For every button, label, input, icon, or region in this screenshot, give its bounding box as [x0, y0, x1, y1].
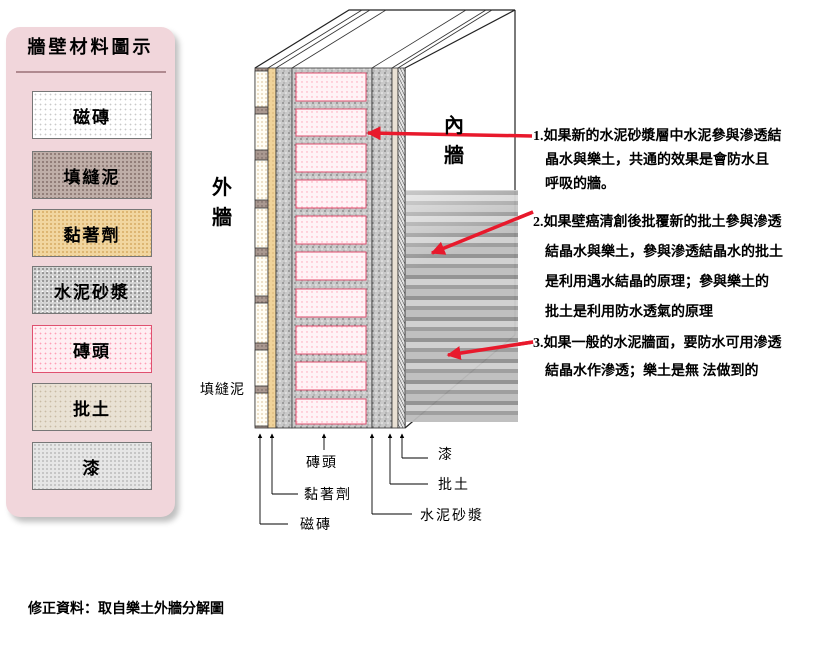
paint-layer: [397, 67, 406, 429]
arrow-1: [366, 126, 533, 141]
legend-swatch-adhesive: 黏著劑: [32, 209, 152, 257]
annotation-2-line-2: 結晶水與樂土，參與滲透結晶水的批土: [545, 245, 783, 260]
legend-swatch-paint: 漆: [32, 442, 152, 490]
legend-swatch-putty: 批土: [32, 383, 152, 431]
annotation-3-line-1: 3.如果一般的水泥牆面，要防水可用滲透: [533, 336, 782, 351]
annotation-2-line-1: 2.如果壁癌清創後批覆新的批土參與滲透: [533, 215, 782, 230]
grout-side-label: 填縫泥: [200, 382, 245, 398]
legend-divider: [16, 71, 166, 73]
annotation-1-line-1: 1.如果新的水泥砂漿層中水泥參與滲透結: [533, 129, 782, 144]
annotation-2: 2.如果壁癌清創後批覆新的批土參與滲透 結晶水與樂土，參與滲透結晶水的批土 是利…: [533, 208, 783, 328]
annotation-1-line-3: 呼吸的牆。: [545, 177, 615, 192]
legend-swatch-brick: 磚頭: [32, 325, 152, 373]
annotation-3-line-2: 結晶水作滲透；樂土是無 法做到的: [545, 364, 759, 379]
annotation-1-line-2: 晶水與樂土，共通的效果是會防水且: [545, 153, 769, 168]
annotation-3: 3.如果一般的水泥牆面，要防水可用滲透 結晶水作滲透；樂土是無 法做到的: [533, 330, 782, 386]
legend-swatch-grout: 填縫泥: [32, 151, 152, 199]
legend-swatch-tile: 磁磚: [32, 91, 152, 139]
label-adhesive: 黏著劑: [304, 487, 352, 503]
brick-units: [295, 72, 367, 425]
inner-wall-label: 內牆: [444, 113, 464, 167]
label-tile: 磁磚: [300, 517, 332, 533]
outer-wall-label: 外牆: [212, 175, 232, 229]
material-legend: 牆壁材料圖示 磁磚 填縫泥 黏著劑 水泥砂漿 磚頭 批土 漆: [6, 27, 175, 517]
label-brick: 磚頭: [306, 455, 338, 471]
annotation-2-line-3: 是利用遇水結晶的原理；參與樂土的: [545, 275, 769, 290]
wall-damage-photo: [406, 190, 518, 422]
source-footnote: 修正資料：取自樂土外牆分解圖: [28, 602, 224, 617]
layer-callout-lines: [257, 433, 428, 525]
top-face-layer-lines: [267, 9, 493, 69]
annotation-2-line-4: 批土是利用防水透氣的原理: [545, 305, 713, 320]
legend-swatch-mortar: 水泥砂漿: [32, 266, 152, 314]
annotation-1: 1.如果新的水泥砂漿層中水泥參與滲透結 晶水與樂土，共通的效果是會防水且 呼吸的…: [533, 125, 782, 197]
label-paint: 漆: [438, 447, 454, 463]
legend-title: 牆壁材料圖示: [27, 37, 154, 58]
label-mortar: 水泥砂漿: [420, 508, 484, 524]
label-putty: 批土: [438, 477, 470, 493]
tile-layer: [254, 70, 269, 427]
